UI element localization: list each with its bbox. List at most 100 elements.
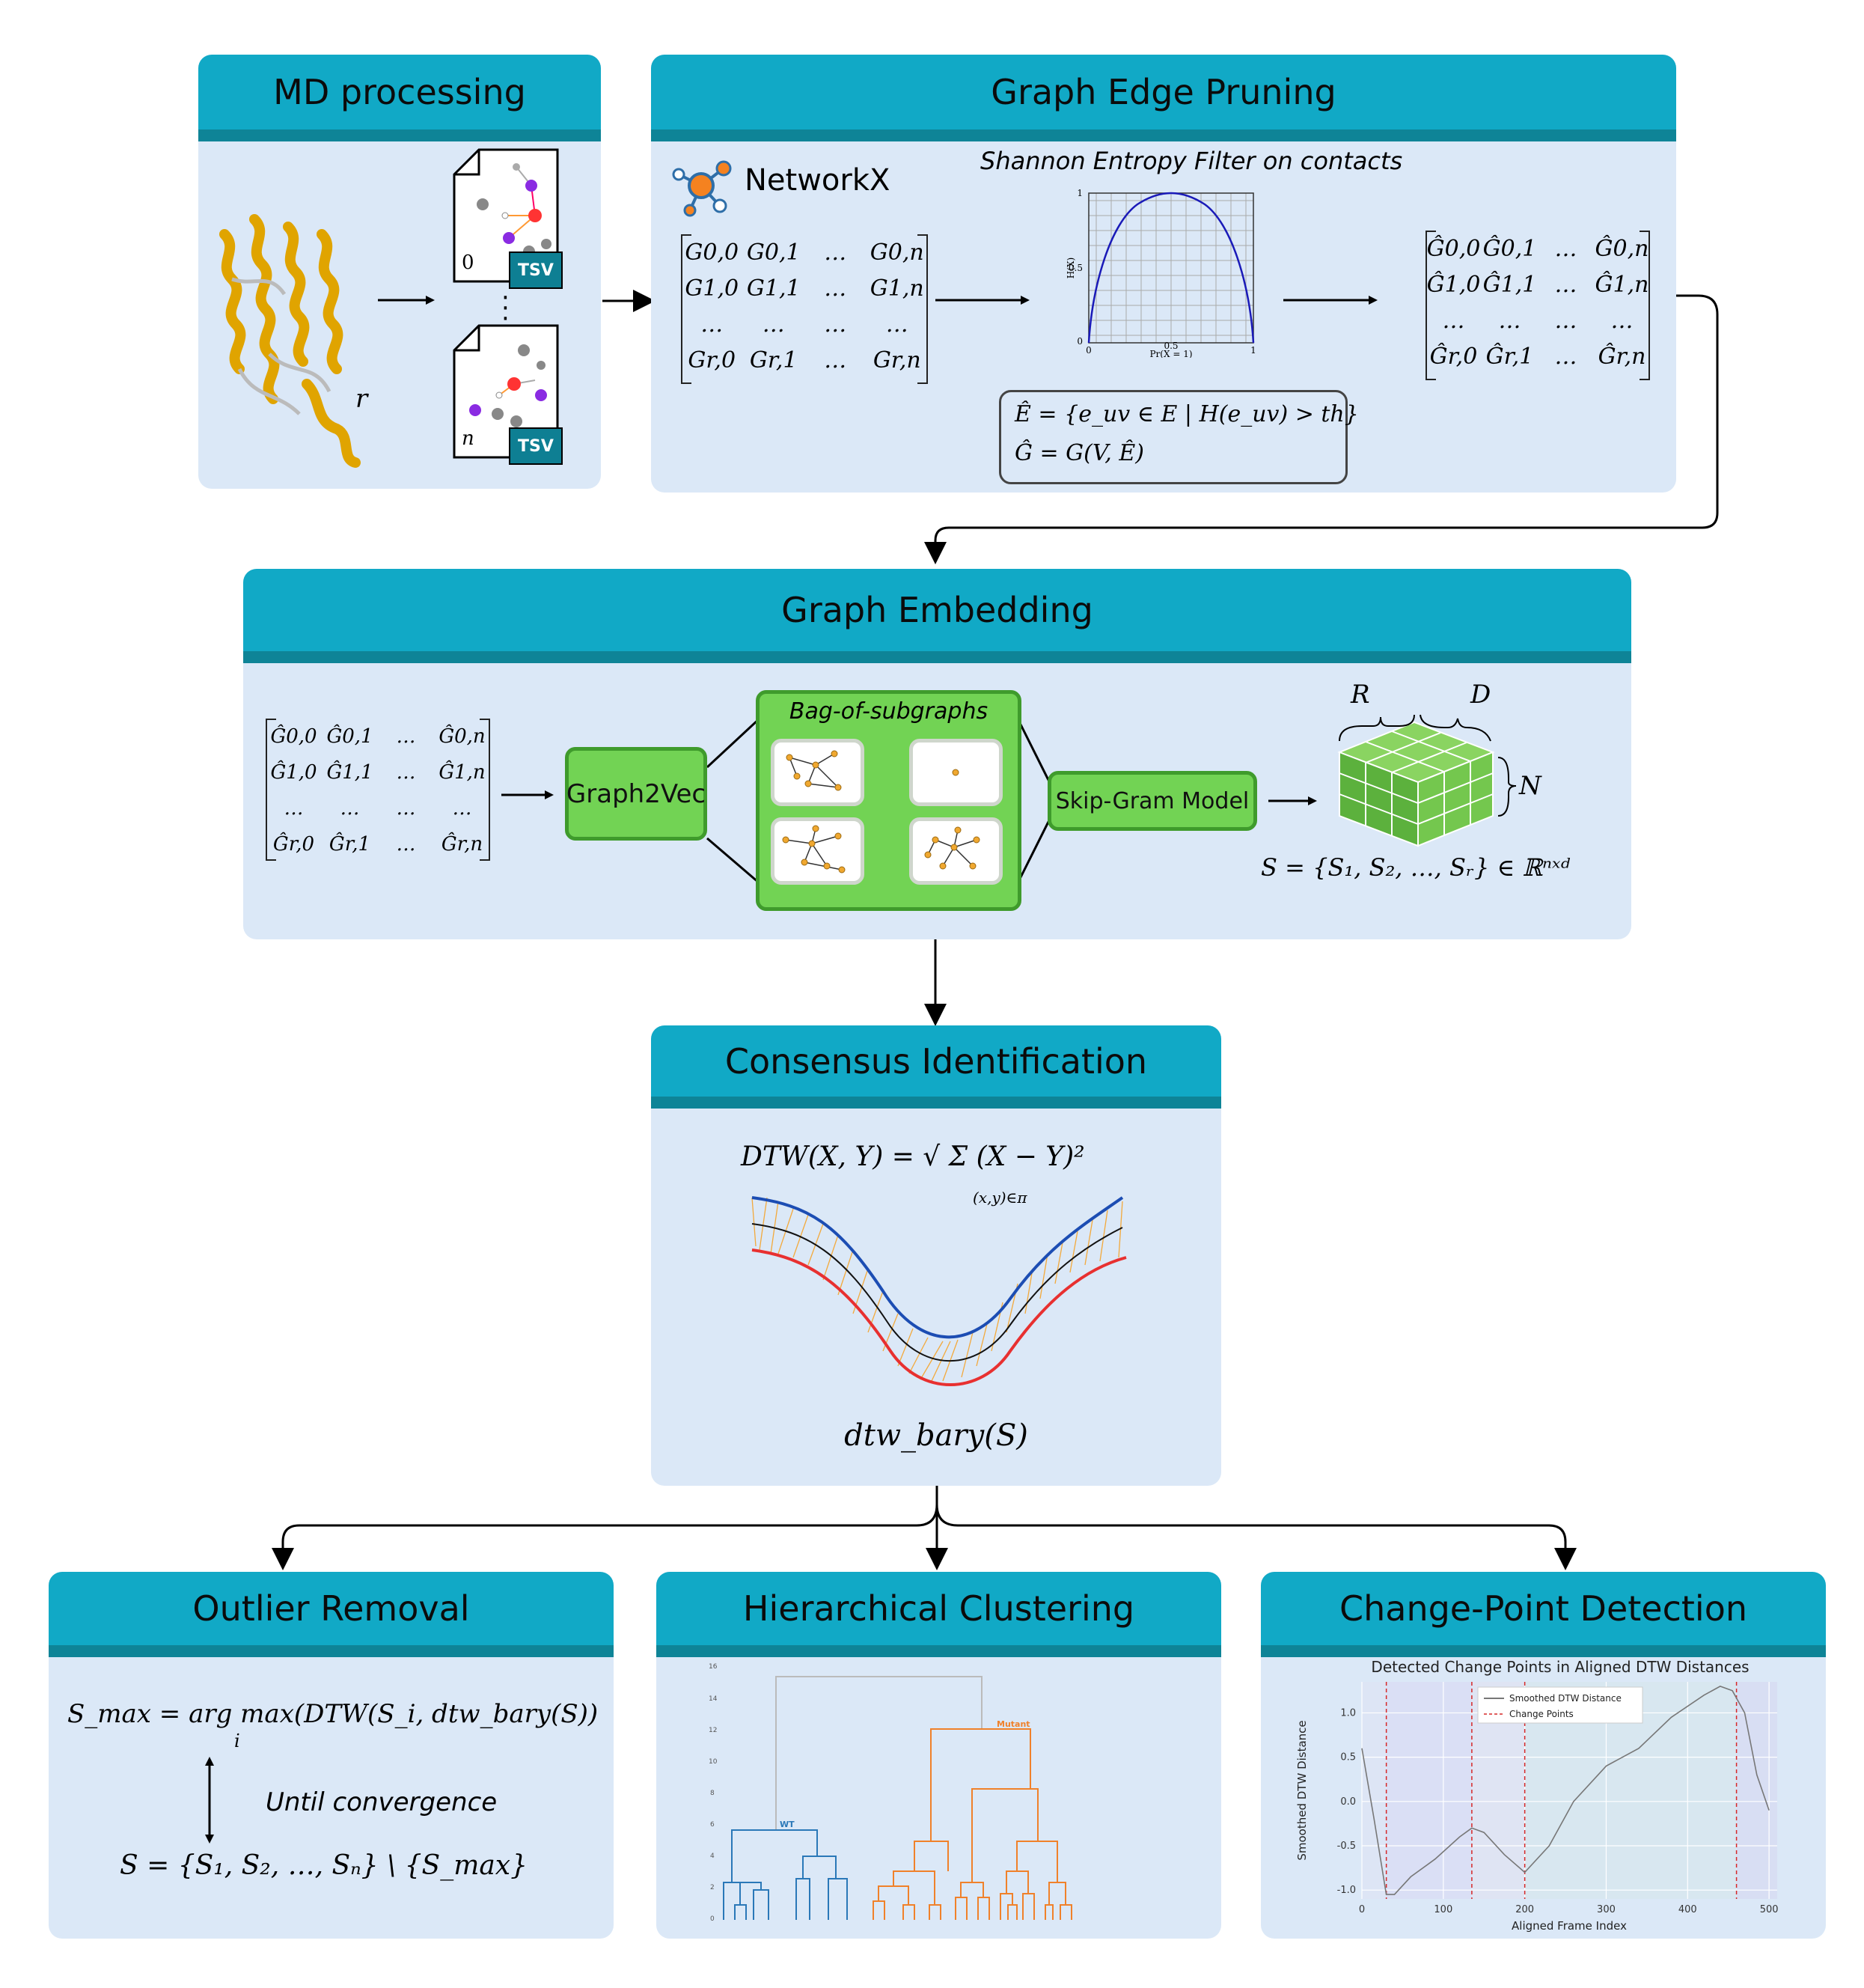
smax-formula: S_max = arg max(DTW(S_i, dtw_bary(S)) — [67, 1699, 599, 1729]
change-point-detection-panel: Change-Point Detection Detected Change P… — [1261, 1572, 1826, 1939]
dtw-formula-subscript: (x,y)∈π — [973, 1189, 1027, 1207]
plot-y-tick: 0.5 — [1069, 263, 1083, 273]
smax-formula-subscript: i — [234, 1731, 240, 1751]
change-point-detection-title: Change-Point Detection — [1261, 1572, 1826, 1657]
matrix-cell: G0,1 — [746, 239, 801, 266]
embedding-connector-lines — [501, 717, 1317, 885]
matrix-cell: Ĝ0,1 — [326, 725, 373, 748]
matrix-cell: … — [1554, 307, 1577, 334]
tsv-badge-bottom: TSV — [509, 427, 563, 465]
subgraph-icon — [786, 750, 842, 791]
matrix-cell: … — [396, 725, 416, 748]
y-tick-label: 0.0 — [1340, 1796, 1356, 1808]
wt-cluster-label: WT — [780, 1820, 795, 1829]
matrix-cell: … — [762, 311, 785, 338]
segment-shade — [1386, 1682, 1472, 1899]
tsv-file-bottom: n TSV — [453, 324, 563, 465]
graph-edge-pruning-title: Graph Edge Pruning — [651, 55, 1676, 141]
matrix-cell: Ĝr,0 — [272, 833, 315, 856]
matrix-cell: … — [824, 239, 847, 266]
matrix-cell: … — [396, 761, 416, 784]
pruning-arrow-left — [935, 296, 1030, 305]
cube-d-label: D — [1470, 680, 1491, 710]
subgraph-icon — [782, 825, 846, 873]
md-processing-title: MD processing — [198, 55, 601, 141]
matrix-cell: … — [396, 833, 416, 856]
file-bottom-index: n — [462, 427, 474, 450]
matrix-right-bracket — [1640, 231, 1650, 380]
chart-legend: Smoothed DTW Distance Change Points — [1477, 1686, 1643, 1724]
x-tick-label: 300 — [1597, 1904, 1616, 1915]
consensus-identification-title: Consensus Identification — [651, 1025, 1221, 1109]
chart-title: Detected Change Points in Aligned DTW Di… — [1371, 1658, 1749, 1676]
matrix-cell: Ĝr,1 — [329, 833, 371, 856]
segment-shade — [1736, 1682, 1777, 1899]
tsv-badge-top: TSV — [509, 251, 563, 289]
md-arrow — [378, 296, 435, 305]
matrix-cell: … — [1554, 271, 1577, 298]
bag-of-subgraphs-box: Bag-of-subgraphs — [756, 690, 1021, 911]
matrix-cell: Gr,n — [873, 347, 921, 373]
change-point-chart: Detected Change Points in Aligned DTW Di… — [1295, 1658, 1779, 1933]
cube-r-label: R — [1351, 680, 1370, 710]
y-tick-label: 1.0 — [1340, 1707, 1356, 1719]
pruned-graph-formula: Ĝ = G(V, Ê) — [1015, 440, 1144, 466]
dendrogram: 16 14 12 10 8 6 4 2 0 — [709, 1663, 1072, 1923]
matrix-cell: G1,1 — [746, 275, 801, 302]
networkx-label: NetworkX — [745, 163, 890, 198]
dendrogram-y-tick: 16 — [709, 1663, 718, 1671]
legend-box — [1477, 1686, 1643, 1724]
matrix-cell: Ĝ1,0 — [1426, 271, 1481, 298]
matrix-cell: … — [700, 311, 724, 338]
dendrogram-y-tick: 12 — [709, 1727, 717, 1734]
networkx-logo-icon — [672, 160, 732, 217]
matrix-cell: Ĝr,0 — [1429, 343, 1478, 370]
matrix-cell: G1,n — [870, 275, 924, 302]
matrix-cell: … — [824, 347, 847, 373]
x-tick-label: 400 — [1678, 1904, 1697, 1915]
x-tick-label: 0 — [1359, 1904, 1365, 1915]
dtw-alignment-curves — [751, 1196, 1127, 1386]
segment-shade — [1362, 1682, 1387, 1899]
matrix-cell: … — [1498, 307, 1521, 334]
vertical-ellipsis-icon: ··· — [501, 283, 510, 334]
subgraph-thumbnail — [771, 739, 864, 806]
x-tick-label: 500 — [1760, 1904, 1779, 1915]
dendrogram-y-tick: 4 — [710, 1853, 715, 1860]
matrix-left-bracket — [681, 234, 691, 384]
matrix-cell: Ĝr,n — [1598, 343, 1646, 370]
dendrogram-y-tick: 0 — [710, 1915, 715, 1923]
matrix-cell: G0,n — [870, 239, 924, 266]
pruning-arrow-right — [1283, 296, 1378, 305]
embedding-set-formula: S = {S₁, S₂, …, Sᵣ} ∈ ℝⁿˣᵈ — [1261, 853, 1571, 882]
matrix-cell: … — [284, 797, 304, 820]
y-tick-label: 0.5 — [1340, 1752, 1356, 1763]
matrix-cell: G1,0 — [685, 275, 739, 302]
matrix-cell: Ĝ1,n — [439, 761, 486, 784]
graph2vec-box: Graph2Vec — [565, 747, 707, 841]
matrix-cell: … — [824, 311, 847, 338]
matrix-cell: Ĝ0,n — [439, 725, 486, 748]
dtw-formula: DTW(X, Y) = √ Σ (X − Y)² — [741, 1141, 1085, 1172]
matrix-right-bracket — [480, 719, 490, 861]
file-top-index: 0 — [462, 251, 474, 274]
entropy-filter-label: Shannon Entropy Filter on contacts — [980, 147, 1403, 175]
protein-label: r — [355, 384, 368, 414]
file-graph-icon — [453, 324, 559, 459]
plot-x-tick: 0 — [1086, 345, 1092, 356]
outlier-removal-panel: Outlier Removal S_max = arg max(DTW(S_i,… — [49, 1572, 614, 1939]
subgraph-thumbnail — [909, 739, 1003, 806]
cube-n-label: N — [1519, 771, 1541, 801]
subgraph-thumbnail — [771, 817, 864, 885]
x-axis-label: Aligned Frame Index — [1512, 1919, 1627, 1933]
plot-y-label: H(X) — [1066, 257, 1076, 278]
tsv-file-top: 0 TSV — [453, 148, 563, 289]
matrix-cell: … — [1554, 235, 1577, 262]
consensus-to-tasks-connector — [272, 1478, 1577, 1570]
y-tick-label: -1.0 — [1337, 1885, 1356, 1896]
matrix-cell: G0,0 — [685, 239, 739, 266]
plot-y-tick: 0 — [1077, 336, 1083, 347]
pruned-edges-formula: Ê = {e_uv ∈ E | H(e_uv) > th} — [1015, 401, 1359, 427]
